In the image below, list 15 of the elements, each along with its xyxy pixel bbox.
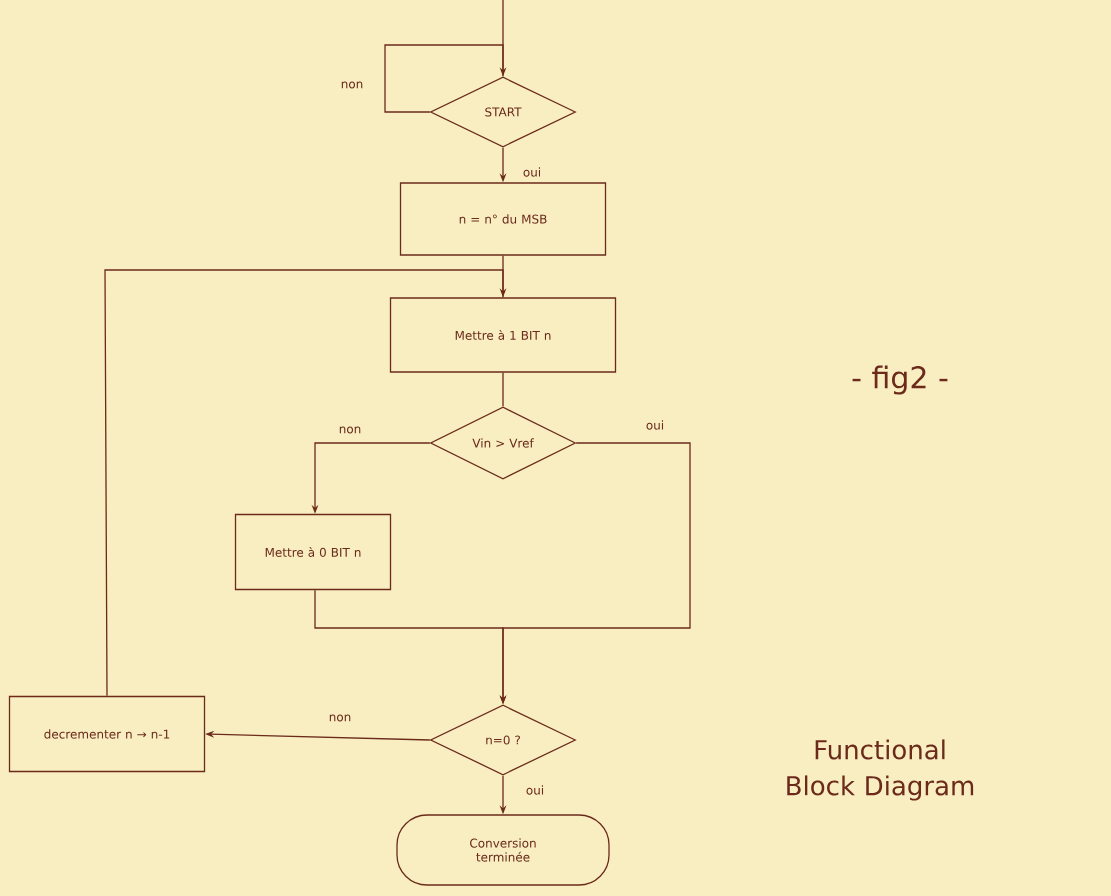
arrow	[384, 44, 507, 113]
edge-label: oui	[520, 165, 544, 179]
process-box: Mettre à 1 BIT n	[389, 297, 617, 373]
edge-label: non	[338, 79, 366, 91]
arrow	[104, 269, 507, 697]
figure-number: - fig2 -	[852, 365, 948, 395]
handwritten-note: Functional Block Diagram	[787, 739, 974, 801]
process-box: Mettre à 0 BIT n	[234, 513, 392, 591]
edge-label: non	[326, 712, 354, 724]
edge-label: non	[336, 424, 364, 436]
edge-label: oui	[643, 418, 667, 432]
process-box: decrementer n → n-1	[8, 695, 206, 773]
terminal-box: Conversion terminée	[396, 814, 610, 886]
edge-label: oui	[523, 783, 547, 797]
process-box: n = n° du MSB	[399, 182, 607, 256]
